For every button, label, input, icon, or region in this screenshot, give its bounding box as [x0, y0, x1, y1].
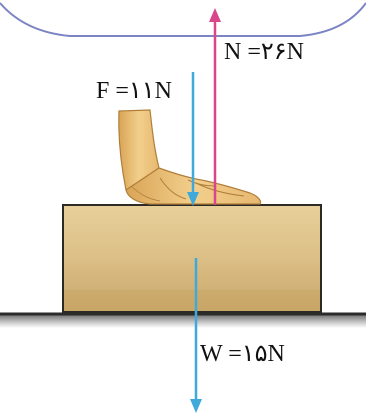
weight-label: W =۱۵N — [200, 341, 285, 367]
weight-arrow — [190, 258, 202, 413]
normal-force-arrow — [209, 8, 221, 205]
frame-border — [0, 2, 366, 37]
block-shade — [64, 290, 320, 311]
ground-shadow — [0, 314, 366, 328]
hand-icon — [118, 109, 262, 205]
applied-force-arrow — [187, 72, 199, 206]
block — [62, 204, 322, 313]
applied-force-label: F =۱۱N — [96, 78, 172, 104]
normal-force-label: N =۲۶N — [224, 39, 304, 65]
